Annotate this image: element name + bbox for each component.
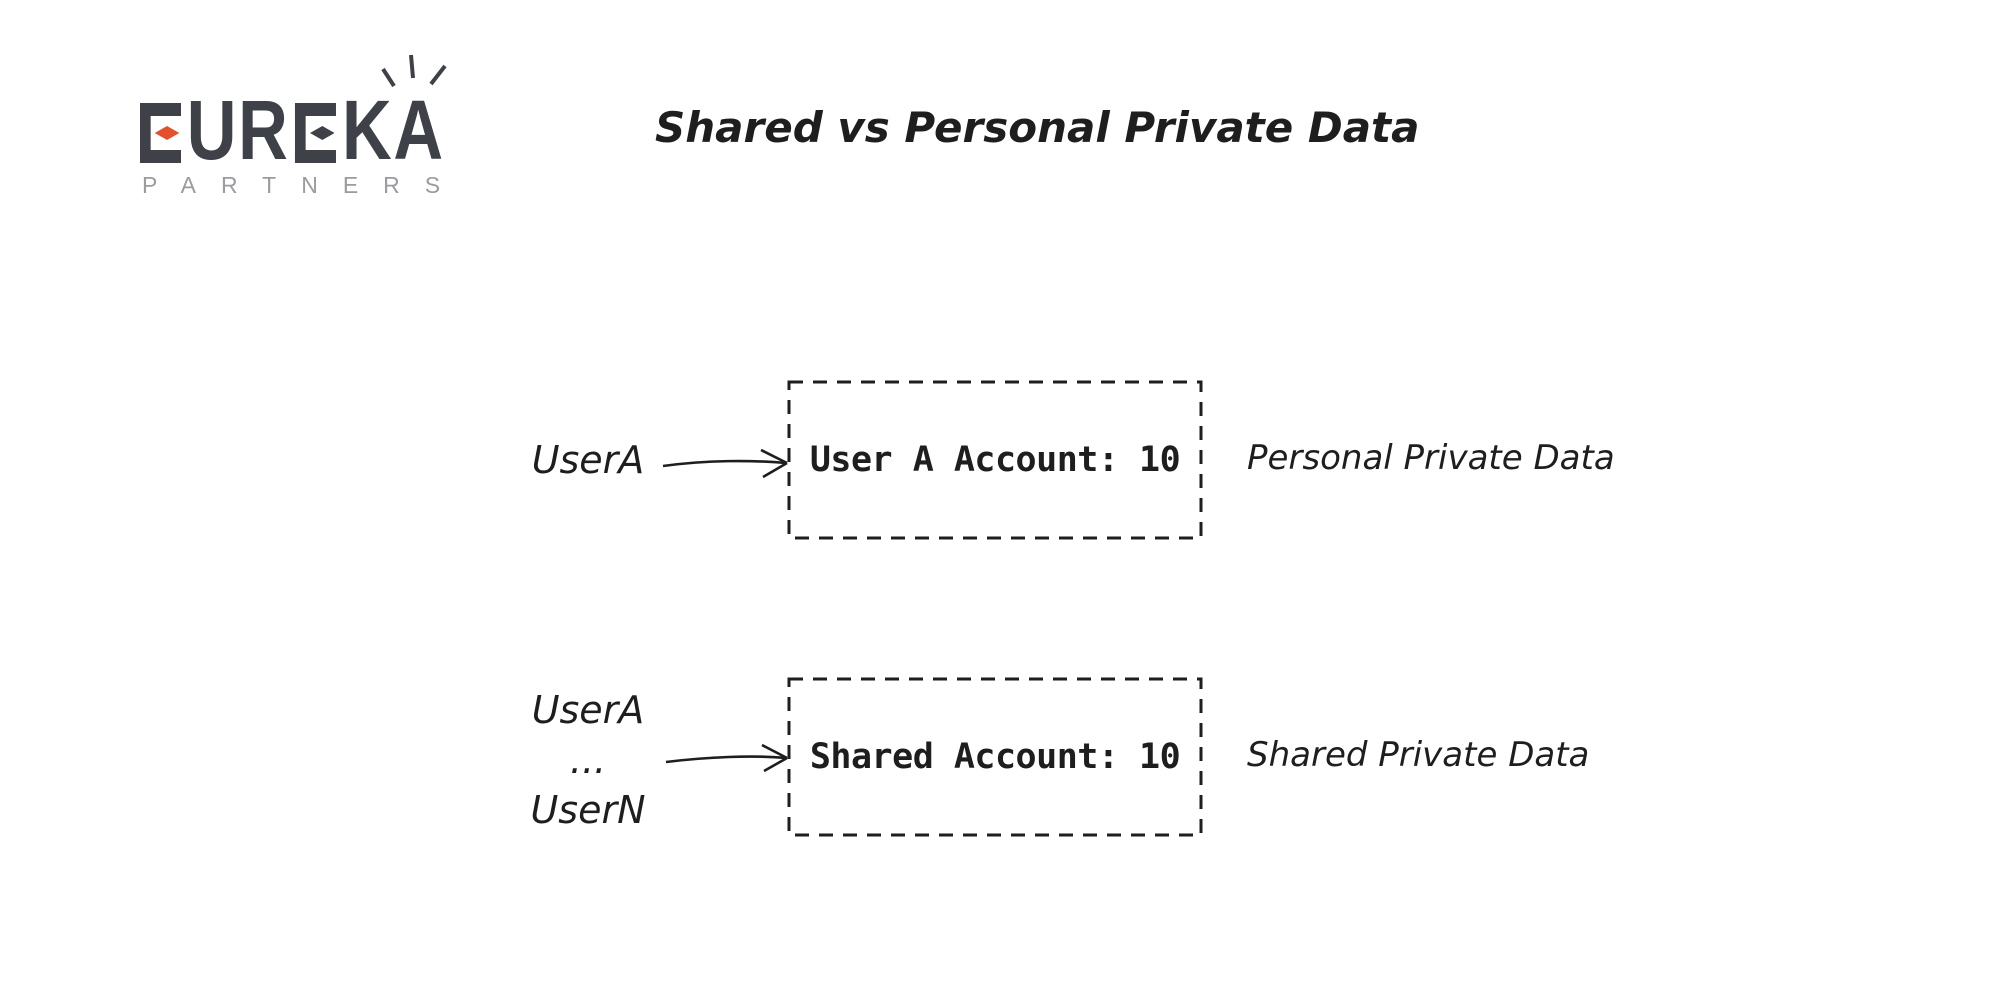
arrow-right-icon xyxy=(665,743,788,773)
ellipsis-label: ... xyxy=(569,738,607,782)
logo-letters-ur: UR xyxy=(186,83,290,177)
personal-private-data-label: Personal Private Data xyxy=(1247,438,1615,478)
arrow-right-icon xyxy=(662,448,788,479)
logo-letter-e-dark xyxy=(295,103,337,163)
user-a-label: UserA xyxy=(531,688,645,732)
diamond-icon xyxy=(310,126,335,140)
shared-users-stack: UserA ... UserN xyxy=(520,685,656,835)
personal-account-text: User A Account: 10 xyxy=(809,440,1181,480)
sparkle-icon xyxy=(381,54,447,88)
logo-letter-e-accent xyxy=(140,103,181,163)
shared-account-box: Shared Account: 10 xyxy=(787,677,1203,837)
shared-private-data-label: Shared Private Data xyxy=(1247,735,1590,775)
logo-wordmark: UR KA xyxy=(140,83,445,177)
eureka-logo: UR KA PARTNERS xyxy=(140,54,470,200)
user-a-label: UserA xyxy=(531,438,645,482)
dashed-border xyxy=(787,380,1203,540)
logo-letters-ka: KA xyxy=(341,83,445,177)
personal-account-box: User A Account: 10 xyxy=(787,380,1203,540)
user-n-label: UserN xyxy=(530,788,646,832)
dashed-border xyxy=(787,677,1203,837)
logo-subtitle: PARTNERS xyxy=(142,172,466,198)
diamond-icon xyxy=(154,126,180,140)
page-title: Shared vs Personal Private Data xyxy=(655,103,1420,152)
shared-account-text: Shared Account: 10 xyxy=(809,737,1181,777)
